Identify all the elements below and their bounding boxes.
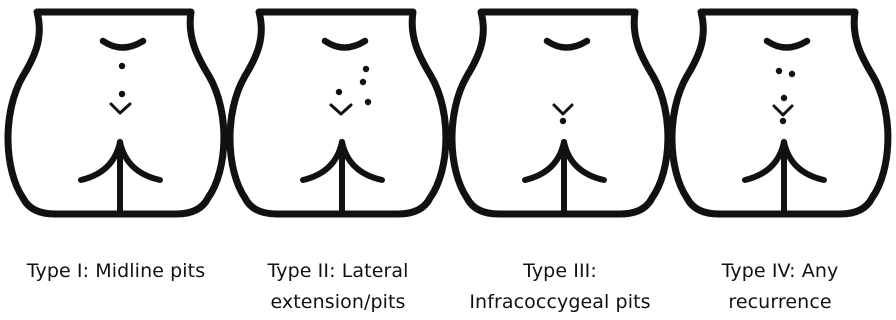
natal-cleft-branch (745, 142, 784, 180)
caption-line: Type IV: Any (668, 256, 892, 287)
pit-dot (119, 63, 125, 69)
pit-dot (780, 118, 786, 124)
panel-type-3: Type III:Infracoccygeal pits (448, 0, 672, 320)
natal-cleft-branch (525, 142, 564, 180)
pit-dot (776, 68, 782, 74)
sacral-crease (103, 41, 143, 48)
buttocks-figure (448, 0, 672, 232)
coccyx-tip-mark (774, 106, 792, 115)
natal-cleft-branch (81, 142, 120, 180)
pit-dot (560, 118, 566, 124)
sacral-crease (325, 41, 365, 48)
caption-line: Type II: Lateral (226, 256, 450, 287)
caption-line: recurrence (668, 287, 892, 318)
coccyx-tip-mark (331, 105, 351, 114)
panel-caption: Type III:Infracoccygeal pits (448, 256, 672, 318)
caption-line: extension/pits (226, 287, 450, 318)
caption-line: Infracoccygeal pits (448, 287, 672, 318)
pit-dot (363, 66, 369, 72)
panel-caption: Type I: Midline pits (4, 256, 228, 287)
panel-type-1: Type I: Midline pits (4, 0, 228, 320)
buttocks-figure (4, 0, 228, 232)
natal-cleft-branch (303, 142, 342, 180)
buttocks-outline (8, 12, 224, 214)
pit-dot (360, 79, 366, 85)
pit-dot (336, 89, 342, 95)
caption-line: Type I: Midline pits (4, 256, 228, 287)
pit-dot (365, 99, 371, 105)
natal-cleft-branch (120, 142, 160, 180)
sacral-crease (547, 41, 587, 48)
pit-dot (119, 91, 125, 97)
pit-dot (789, 71, 795, 77)
caption-line: Type III: (448, 256, 672, 287)
sacral-crease (767, 41, 807, 48)
coccyx-tip-mark (554, 105, 572, 114)
natal-cleft-branch (564, 142, 604, 180)
buttocks-figure (668, 0, 892, 232)
natal-cleft-branch (342, 142, 382, 180)
pit-dot (781, 95, 787, 101)
coccyx-tip-mark (111, 104, 130, 113)
natal-cleft-branch (784, 142, 824, 180)
buttocks-figure (226, 0, 450, 232)
